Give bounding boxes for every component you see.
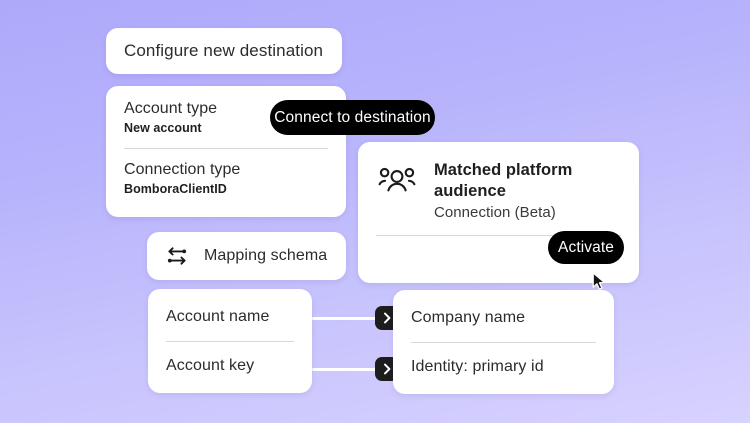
people-group-icon [376, 162, 418, 198]
audience-card-header: Matched platform audience Connection (Be… [376, 160, 621, 221]
audience-card-text: Matched platform audience Connection (Be… [434, 160, 621, 221]
source-card-divider [166, 340, 294, 342]
connection-type-value: BomboraClientID [124, 182, 227, 196]
audience-card-divider [376, 235, 621, 237]
target-field-row[interactable]: Company name [411, 298, 596, 338]
account-card-divider [124, 148, 328, 149]
mapping-schema-card[interactable]: Mapping schema [147, 232, 346, 280]
activate-button[interactable]: Activate [548, 231, 624, 264]
audience-title: Matched platform audience [434, 161, 573, 200]
configure-destination-title: Configure new destination [124, 41, 324, 60]
mapping-connector-line-2 [312, 368, 394, 371]
source-field-row[interactable]: Account key [166, 346, 294, 386]
mapping-connector-line-1 [312, 317, 394, 320]
target-field-label-identity-primary-id: Identity: primary id [411, 357, 544, 375]
connection-type-label: Connection type [124, 161, 241, 178]
configure-destination-card[interactable]: Configure new destination [106, 28, 342, 74]
activate-label: Activate [558, 238, 614, 256]
connection-type-field: Connection type BomboraClientID [124, 161, 328, 196]
audience-subtitle: Connection (Beta) [434, 204, 556, 222]
source-fields-card: Account name Account key [148, 289, 312, 393]
connect-to-destination-label: Connect to destination [274, 108, 431, 126]
connect-to-destination-button[interactable]: Connect to destination [270, 100, 435, 135]
account-type-field: Account type New account [124, 100, 328, 135]
target-fields-card: Company name Identity: primary id [393, 290, 614, 394]
mapping-arrows-icon [164, 245, 190, 267]
source-field-row[interactable]: Account name [166, 297, 294, 337]
source-field-label-account-key: Account key [166, 356, 255, 374]
mapping-schema-label: Mapping schema [204, 247, 328, 264]
source-field-label-account-name: Account name [166, 307, 270, 325]
account-type-label: Account type [124, 100, 218, 117]
mouse-pointer-icon [592, 272, 608, 292]
target-field-label-company-name: Company name [411, 308, 526, 326]
target-card-divider [411, 341, 596, 343]
account-type-value: New account [124, 121, 202, 135]
target-field-row[interactable]: Identity: primary id [411, 347, 596, 387]
